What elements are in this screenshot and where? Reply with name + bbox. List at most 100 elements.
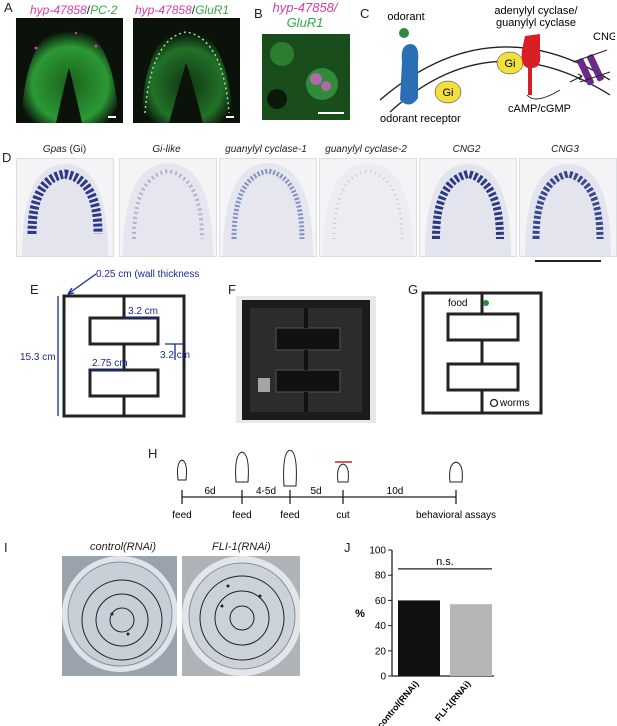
bar-control — [398, 600, 440, 676]
gene-label-gpas: Gpas (Gi) — [16, 144, 113, 155]
ish-image-gi-like — [119, 158, 217, 257]
scale-bar — [318, 112, 344, 114]
gi-protein-1 — [434, 80, 462, 104]
scale-bar — [108, 116, 116, 118]
ish-image-cng2 — [419, 158, 517, 257]
interval-label-4: 10d — [387, 486, 404, 497]
micrograph-a-right — [133, 18, 240, 123]
worms-label: worms — [499, 398, 529, 409]
x-tick-label: control(RNAi) — [375, 679, 420, 726]
panel-b-title: hyp-47858/ GluR1 — [270, 0, 340, 30]
ish-image-gpas — [16, 158, 114, 257]
marker-label: GluR1 — [286, 15, 324, 30]
gene-label: hyp-47858 — [30, 3, 87, 17]
panel-label-d: D — [2, 150, 12, 165]
panel-a-right-title: hyp-47858/GluR1 — [135, 3, 229, 17]
cng-label: CNG — [593, 31, 615, 43]
step-label-1: feed — [172, 510, 191, 521]
camp-label: cAMP/cGMP — [508, 103, 571, 115]
signaling-diagram: odorant adenylyl cyclase/ guanylyl cycla… — [379, 5, 615, 125]
panel-label-g: G — [408, 282, 419, 297]
step-label-5: behavioral assays — [416, 510, 496, 521]
cng-channel-2 — [587, 54, 604, 82]
worms-circle — [489, 398, 499, 408]
significance-label: n.s. — [436, 556, 454, 568]
condition-label-fli1: FLI-1(RNAi) — [212, 541, 271, 553]
gi-label-2: Gi — [505, 58, 516, 70]
gpas-name: Gpas — [42, 144, 67, 155]
arena-dimensions-diagram: 0.25 cm (wall thickness) 3.2 cm 2.75 cm … — [20, 269, 200, 418]
gene-label-gc1: guanylyl cyclase-1 — [225, 144, 307, 155]
receptor-label: odorant receptor — [380, 113, 461, 125]
separator: / — [86, 3, 91, 17]
gene-label: hyp-47858 — [135, 3, 192, 17]
guanylyl-label: guanylyl cyclase — [496, 17, 576, 29]
interval-label-3: 5d — [310, 486, 321, 497]
y-tick-label: 100 — [369, 546, 386, 557]
dim-label-1: 3.2 cm — [128, 306, 158, 317]
step-label-2: feed — [232, 510, 251, 521]
panel-label-h: H — [148, 446, 158, 461]
worm-icon-4 — [335, 461, 352, 483]
panel-a-left-title: hyp-47858/PC-2 — [30, 3, 117, 17]
worm-icon-2 — [235, 451, 249, 483]
adenylyl-label: adenylyl cyclase/ — [494, 5, 578, 17]
gene-label: hyp-47858/ — [272, 0, 338, 15]
dish-photo-fli1 — [182, 556, 300, 676]
x-tick-label: FLI-1(RNAi) — [433, 679, 472, 723]
y-axis-label: % — [355, 608, 365, 620]
dim-label-2: 2.75 cm — [92, 358, 128, 369]
wall-thickness-label: 0.25 cm (wall thickness) — [96, 269, 200, 280]
y-tick-label: 0 — [380, 672, 386, 683]
scale-bar — [226, 116, 234, 118]
step-label-3: feed — [280, 510, 299, 521]
worm-icon-5 — [449, 461, 463, 483]
ish-image-cng3 — [519, 158, 617, 257]
gene-label-cng2: CNG2 — [452, 144, 481, 155]
food-dot — [483, 300, 489, 306]
ish-image-gc1 — [219, 158, 317, 257]
receptor-shape — [400, 44, 419, 105]
step-label-4: cut — [336, 510, 350, 521]
panel-label-c: C — [360, 6, 370, 21]
separator: / — [191, 3, 196, 17]
marker-label: GluR1 — [195, 3, 230, 17]
panel-label-i: I — [4, 540, 8, 555]
gene-label-gc2: guanylyl cyclase-2 — [325, 144, 407, 155]
panel-label-j: J — [344, 540, 351, 555]
micrograph-b — [262, 34, 350, 120]
fluorescence-image — [21, 26, 119, 123]
cyclase-shape — [521, 34, 541, 95]
dish-photo-control — [62, 556, 177, 676]
condition-label-control: control(RNAi) — [90, 541, 157, 553]
bar-fli1 — [450, 604, 492, 676]
worm-icon-1 — [177, 459, 187, 481]
gpas-suffix: (Gi) — [66, 144, 87, 155]
arena-setup-diagram: food worms — [421, 291, 543, 415]
timeline-diagram: 6d 4-5d 5d 10d feed feed feed cut behavi… — [172, 450, 496, 521]
y-tick-label: 80 — [375, 571, 387, 582]
ish-image-gc2 — [319, 158, 417, 257]
fluorescence-image — [262, 34, 350, 120]
gene-label-gi-like: Gi-like — [152, 144, 181, 155]
y-tick-label: 40 — [375, 621, 387, 632]
panel-label-f: F — [228, 282, 236, 297]
interval-label-2: 4-5d — [256, 486, 276, 497]
panel-label-b: B — [254, 6, 263, 21]
panel-label-e: E — [30, 282, 39, 297]
odorant-molecule — [399, 28, 409, 38]
micrograph-a-left — [16, 18, 123, 123]
gi-label-1: Gi — [443, 87, 454, 99]
y-tick-label: 60 — [375, 596, 387, 607]
dim-label-3: 3.2 cm — [160, 350, 190, 361]
gene-label-cng3: CNG3 — [551, 144, 579, 155]
marker-label: PC-2 — [90, 3, 118, 17]
panel-label-a: A — [4, 0, 13, 15]
scale-bar — [535, 260, 601, 262]
odorant-label: odorant — [387, 11, 424, 23]
interval-label-1: 6d — [204, 486, 215, 497]
fluorescence-image — [141, 28, 233, 123]
arena-photo — [236, 296, 376, 423]
height-label: 15.3 cm — [20, 352, 56, 363]
